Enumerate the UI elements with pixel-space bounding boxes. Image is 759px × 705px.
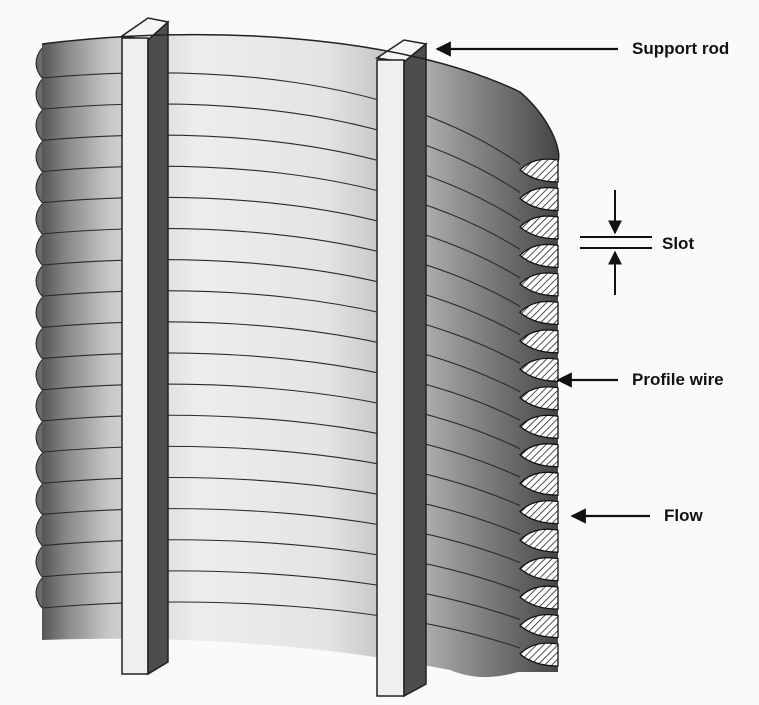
edge-scallop: [35, 234, 43, 266]
edge-scallop: [35, 265, 43, 297]
profile-wire-section: [519, 528, 559, 553]
wire-groove-line: [41, 352, 521, 421]
edge-scallop: [35, 452, 43, 484]
edge-scallop: [35, 47, 43, 79]
edge-scallop: [35, 577, 43, 609]
profile-wire-section: [519, 272, 559, 297]
wire-groove-line: [41, 72, 521, 165]
profile-wire-section: [519, 186, 559, 212]
edge-scallop: [35, 203, 43, 235]
profile-wire-label: Profile wire: [632, 370, 724, 389]
profile-wire-section: [519, 357, 559, 382]
edge-scallop: [35, 421, 43, 453]
slot-label: Slot: [662, 234, 695, 253]
edge-scallop: [35, 78, 43, 110]
profile-wire-section: [519, 585, 559, 610]
profile-wire-section: [519, 500, 559, 525]
wire-groove-line: [41, 539, 521, 592]
left-edge-scallops: [35, 47, 43, 609]
wire-groove-line: [41, 321, 521, 393]
wire-groove-line: [41, 445, 521, 507]
wire-groove-line: [41, 259, 521, 336]
profile-wire-section: [519, 300, 559, 326]
wire-groove-line: [41, 290, 521, 364]
wire-groove-line: [41, 508, 521, 564]
edge-scallop: [35, 110, 43, 141]
profile-wire-section: [519, 614, 559, 639]
profile-wire-section: [519, 386, 559, 411]
profile-wire-section: [519, 158, 559, 183]
support-rod-left: [120, 17, 170, 676]
edge-scallop: [35, 515, 43, 546]
edge-scallop: [35, 484, 43, 515]
edge-scallop: [35, 546, 43, 578]
support-rod-right: [374, 39, 428, 698]
edge-scallop: [35, 328, 43, 359]
profile-wire-section: [519, 243, 559, 269]
wire-groove-line: [41, 601, 521, 649]
profile-wire-section: [519, 557, 559, 582]
wire-groove-line: [41, 196, 521, 279]
profile-wire-section: [519, 414, 559, 439]
wire-groove-line: [41, 383, 521, 450]
wire-groove-line: [41, 570, 521, 621]
profile-wire-bands: [41, 72, 521, 649]
support-rod-label: Support rod: [632, 39, 730, 58]
edge-scallop: [35, 297, 43, 328]
wire-groove-line: [41, 414, 521, 478]
screen-body: [42, 34, 559, 678]
wire-groove-line: [41, 165, 521, 250]
profile-wire-section: [519, 443, 559, 468]
edge-scallop: [35, 141, 43, 172]
profile-wire-section: [519, 329, 559, 354]
edge-scallop: [35, 390, 43, 422]
flow-label: Flow: [664, 506, 703, 525]
profile-wire-section: [519, 471, 559, 496]
slot-indicator: [580, 190, 652, 295]
wire-groove-line: [41, 228, 521, 307]
profile-wire-section: [519, 215, 559, 240]
edge-scallop: [35, 359, 43, 391]
edge-scallop: [35, 172, 43, 204]
profile-wire-section: [519, 642, 559, 667]
wire-groove-line: [41, 134, 521, 222]
wire-groove-line: [41, 103, 521, 193]
wire-groove-line: [41, 477, 521, 535]
profile-wire-cross-sections: [519, 158, 559, 667]
